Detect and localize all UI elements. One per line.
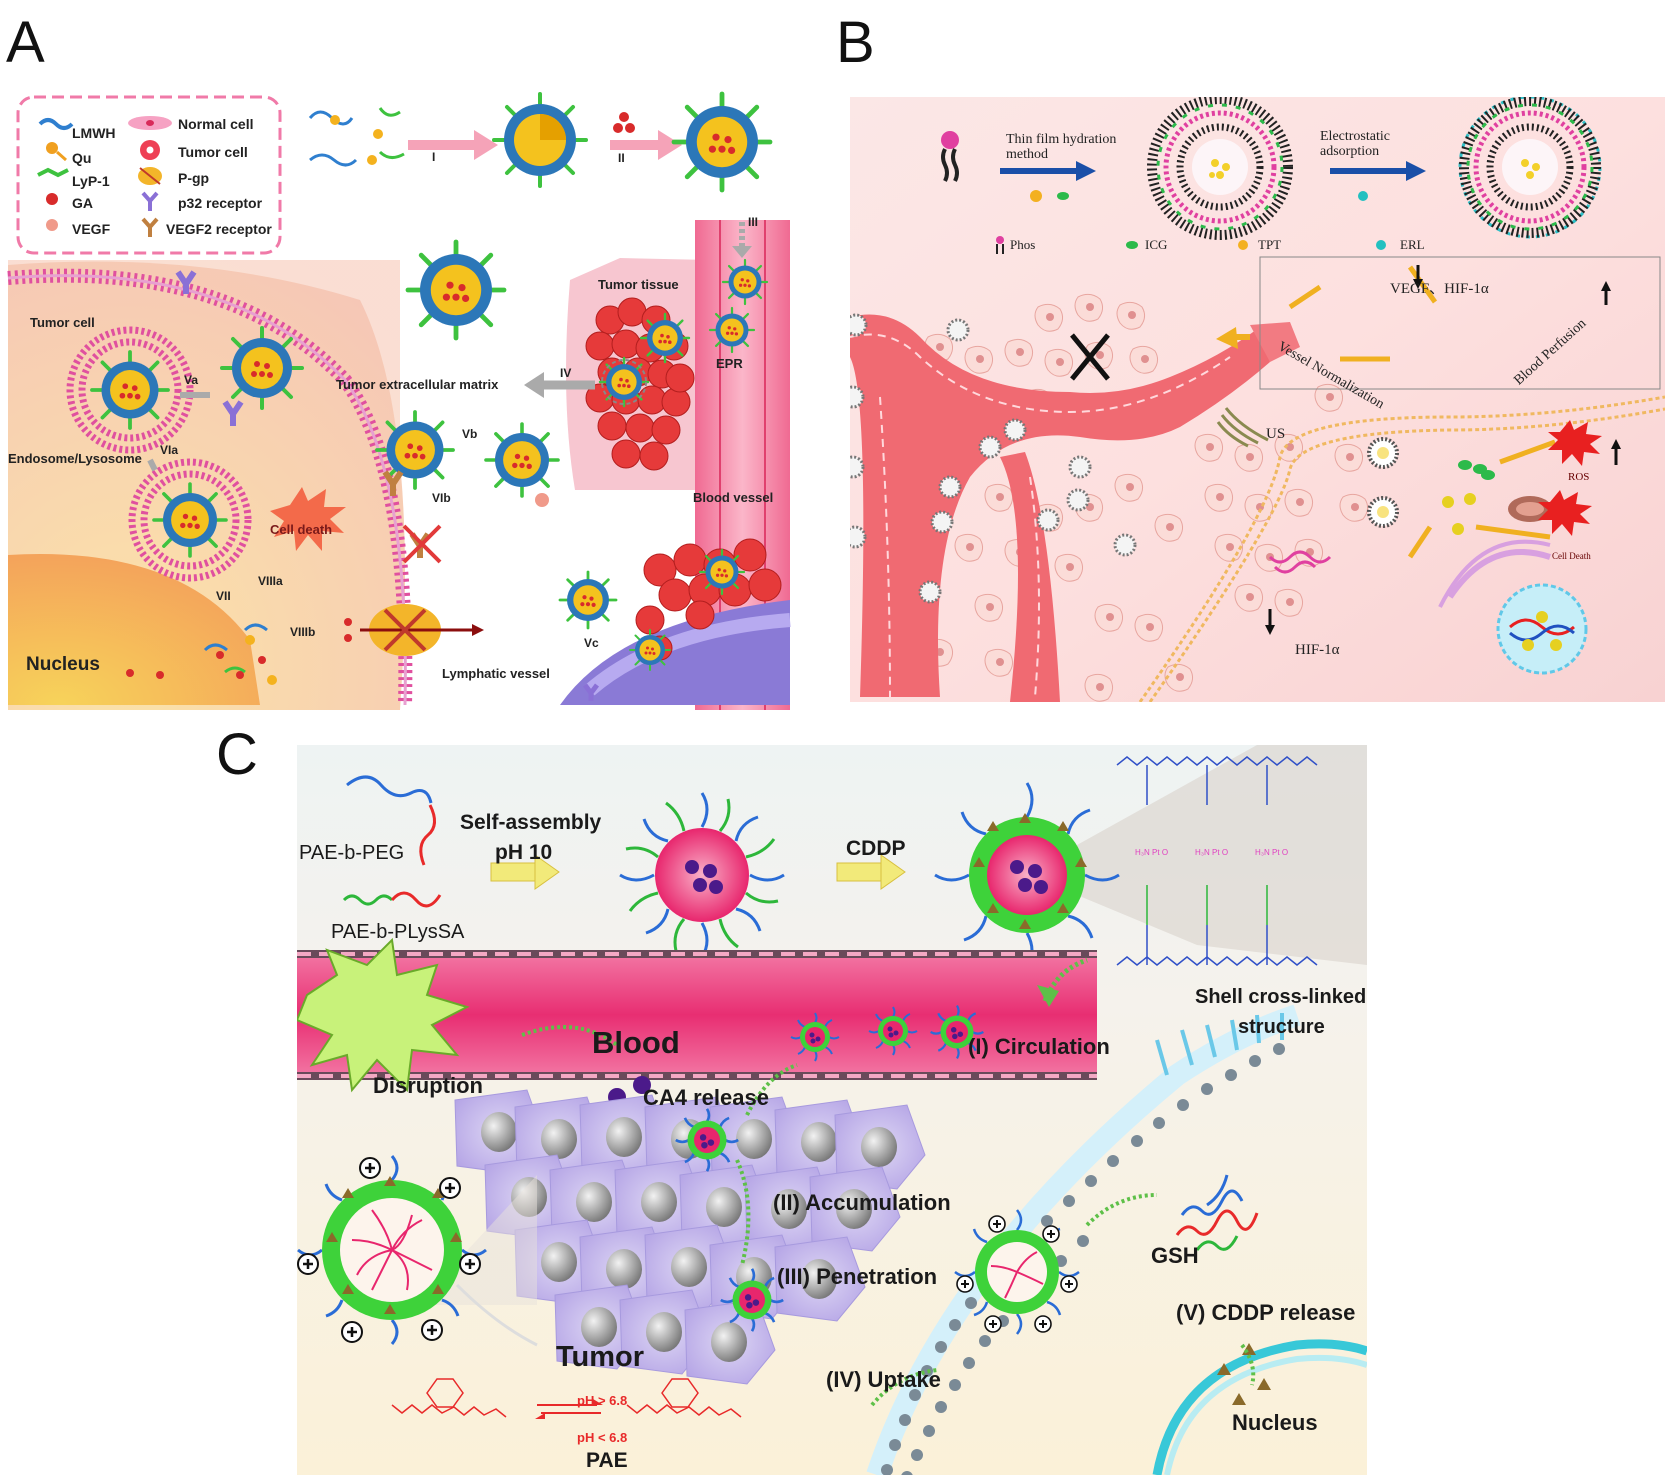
pgp-icon bbox=[138, 167, 162, 185]
label-ph-high: pH > 6.8 bbox=[577, 1393, 628, 1408]
legend-lmwh: LMWH bbox=[72, 125, 116, 141]
label-ph-low: pH < 6.8 bbox=[577, 1430, 628, 1445]
label-pae: PAE bbox=[586, 1449, 628, 1472]
panel-b-illustration bbox=[850, 97, 1665, 702]
legend-lyp1: LyP-1 bbox=[72, 173, 110, 189]
step-iv: IV bbox=[560, 366, 572, 380]
svg-text:H₃N Pt O: H₃N Pt O bbox=[1255, 848, 1288, 857]
label-cell-death-b: Cell Death bbox=[1552, 551, 1591, 561]
step-viiia: VIIIa bbox=[258, 574, 283, 588]
tumor-cell-icon bbox=[140, 140, 160, 160]
legend-vegf: VEGF bbox=[72, 221, 111, 237]
label-cddp-release: (V) CDDP release bbox=[1176, 1300, 1356, 1325]
qu-icon bbox=[46, 142, 67, 162]
normal-cell-icon bbox=[128, 116, 172, 130]
label-shell-1: Shell cross-linked bbox=[1195, 986, 1367, 1008]
p32-receptor-icon bbox=[141, 191, 159, 211]
label-cell-death: Cell death bbox=[270, 522, 333, 537]
ga-icon bbox=[46, 193, 58, 205]
label-lymphatic: Lymphatic vessel bbox=[442, 666, 550, 681]
label-tumor-cell: Tumor cell bbox=[30, 315, 95, 330]
legend-tumor-cell: Tumor cell bbox=[178, 144, 248, 160]
step-vc: Vc bbox=[584, 636, 599, 650]
step-iii: III bbox=[748, 215, 759, 229]
legend-p32-receptor: p32 receptor bbox=[178, 195, 263, 211]
legend-qu: Qu bbox=[72, 150, 92, 166]
vegf2-receptor-icon bbox=[141, 217, 159, 237]
label-blood: Blood bbox=[592, 1025, 680, 1060]
label-epr: EPR bbox=[716, 356, 743, 371]
label-nucleus-a: Nucleus bbox=[26, 654, 100, 675]
label-nucleus-c: Nucleus bbox=[1232, 1410, 1318, 1435]
label-shell-2: structure bbox=[1238, 1016, 1325, 1038]
label-penetration: (III) Penetration bbox=[777, 1264, 938, 1289]
panel-c-illustration: H₃N Pt O H₃N Pt O H₃N Pt O bbox=[297, 745, 1367, 1475]
label-self-assembly: Self-assembly bbox=[460, 811, 602, 834]
step-i: I bbox=[432, 150, 436, 164]
label-ros: ROS bbox=[1568, 471, 1590, 483]
label-disruption: Disruption bbox=[373, 1073, 483, 1098]
legend-icg: ICG bbox=[1145, 237, 1168, 252]
svg-text:H₃N Pt O: H₃N Pt O bbox=[1195, 848, 1228, 857]
label-cddp: CDDP bbox=[846, 837, 906, 860]
lyp1-icon bbox=[37, 167, 69, 178]
panel-a-letter: A bbox=[6, 10, 45, 75]
label-thin-film: Thin film hydration method bbox=[1006, 132, 1117, 162]
label-uptake: (IV) Uptake bbox=[826, 1367, 941, 1392]
legend-tpt: TPT bbox=[1258, 237, 1282, 252]
label-tumor-ecm: Tumor extracellular matrix bbox=[336, 377, 499, 392]
step-viiib: VIIIb bbox=[290, 625, 316, 639]
label-endosome: Endosome/Lysosome bbox=[8, 451, 142, 466]
legend-erl: ERL bbox=[1400, 237, 1425, 252]
legend-phos: Phos bbox=[1010, 237, 1036, 252]
label-gsh: GSH bbox=[1151, 1243, 1199, 1268]
tpt-icon bbox=[1238, 240, 1248, 250]
erl-icon bbox=[1376, 240, 1386, 250]
panel-c-letter: C bbox=[216, 722, 258, 787]
step-vb: Vb bbox=[462, 427, 478, 441]
label-pae-plyssa: PAE-b-PLysSA bbox=[331, 921, 465, 943]
step-via: VIa bbox=[160, 443, 179, 457]
step-va: Va bbox=[184, 373, 199, 387]
lmwh-icon bbox=[38, 118, 74, 130]
legend-pgp: P-gp bbox=[178, 170, 210, 186]
svg-text:H₃N Pt O: H₃N Pt O bbox=[1135, 848, 1168, 857]
label-circulation: (I) Circulation bbox=[968, 1034, 1110, 1059]
label-hif-down: HIF-1α bbox=[1295, 642, 1340, 658]
label-accumulation: (II) Accumulation bbox=[773, 1190, 951, 1215]
panel-b-letter: B bbox=[836, 10, 875, 75]
label-us: US bbox=[1266, 426, 1286, 442]
label-ph10: pH 10 bbox=[495, 841, 553, 864]
icg-icon bbox=[1126, 241, 1138, 249]
label-blood-vessel: Blood vessel bbox=[693, 490, 774, 505]
label-pae-peg: PAE-b-PEG bbox=[299, 842, 405, 864]
label-vegf-hif: VEGF、HIF-1α bbox=[1390, 281, 1489, 297]
legend-vegf2-receptor: VEGF2 receptor bbox=[166, 221, 272, 237]
legend-normal-cell: Normal cell bbox=[178, 116, 254, 132]
phos-icon bbox=[996, 236, 1004, 254]
legend-ga: GA bbox=[72, 195, 93, 211]
label-tumor-tissue: Tumor tissue bbox=[598, 277, 679, 292]
step-vii: VII bbox=[216, 589, 231, 603]
label-ca4-release: CA4 release bbox=[643, 1085, 769, 1110]
step-ii: II bbox=[618, 151, 625, 165]
panel-a-illustration bbox=[7, 0, 791, 710]
step-vib: VIb bbox=[432, 491, 451, 505]
vegf-icon bbox=[46, 219, 58, 231]
label-electrostatic: Electrostatic adsorption bbox=[1320, 129, 1390, 159]
label-tumor: Tumor bbox=[556, 1341, 645, 1373]
